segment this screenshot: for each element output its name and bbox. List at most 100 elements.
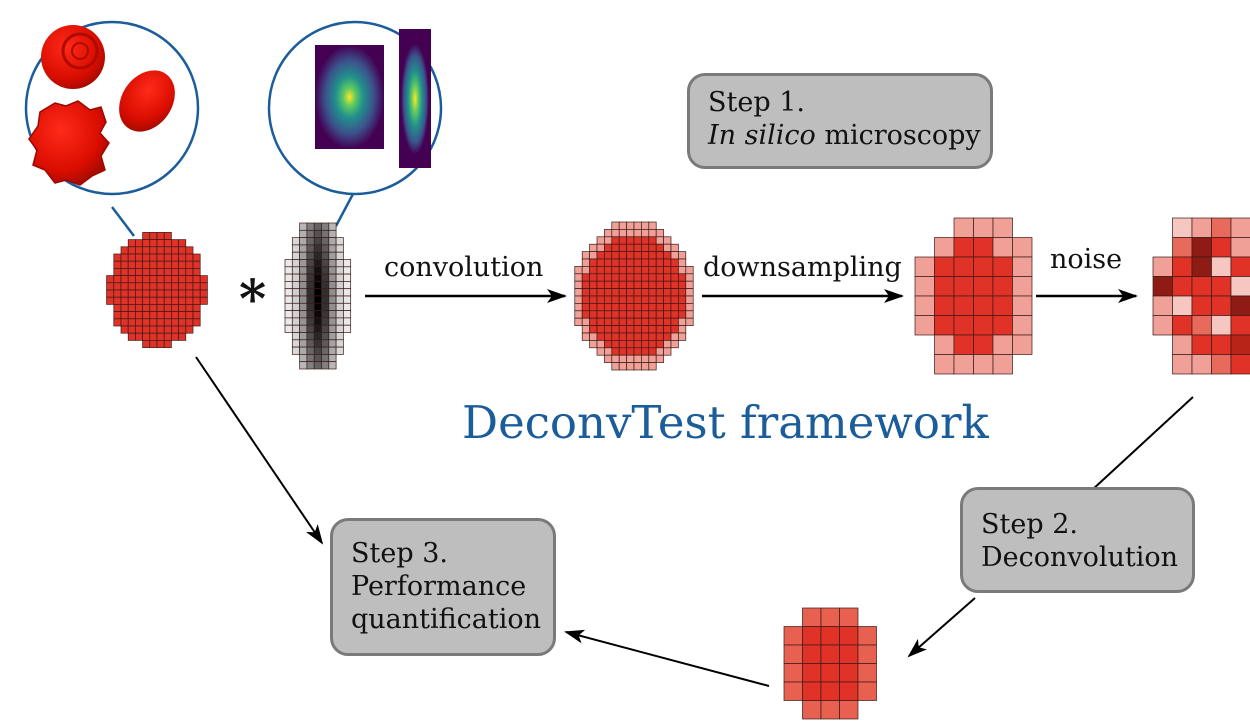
pixel-psf: [291, 332, 300, 341]
pixel-noisy: [1230, 217, 1250, 238]
pixel-psf: [321, 244, 330, 253]
pixel-convolved: [670, 273, 679, 282]
pixel-noisy: [1191, 315, 1212, 336]
pixel-cell: [113, 311, 122, 320]
pixel-noisy: [1172, 295, 1193, 316]
pixel-convolved: [678, 325, 687, 334]
pixel-convolved: [655, 317, 664, 326]
pixel-deconvolved: [802, 626, 822, 646]
pixel-cell: [185, 311, 194, 320]
pixel-psf: [335, 266, 344, 275]
pixel-cell: [149, 282, 158, 291]
pixel-cell: [127, 311, 136, 320]
pixel-convolved: [626, 258, 635, 267]
pixel-cell: [120, 311, 129, 320]
pixel-psf: [306, 332, 315, 341]
pixel-convolved: [633, 266, 642, 275]
step3-box: Step 3. Performance quantification: [330, 518, 556, 656]
pixel-noisy: [1152, 276, 1173, 297]
pixel-noisy: [1211, 217, 1232, 238]
pixel-psf: [321, 295, 330, 304]
pixel-convolved: [670, 325, 679, 334]
pixel-convolved: [633, 273, 642, 282]
pixel-convolved: [604, 280, 613, 289]
pixel-convolved: [648, 236, 657, 245]
pixel-convolved: [589, 317, 598, 326]
pixel-convolved: [626, 332, 635, 341]
pixel-cell: [185, 268, 194, 276]
pixel-downsampled: [973, 295, 994, 316]
pixel-convolved: [655, 280, 664, 289]
pixel-convolved: [589, 325, 598, 334]
pixel-psf: [313, 339, 322, 348]
pixel-convolved: [604, 229, 613, 238]
step3-heading: Step 3.: [351, 538, 448, 569]
pixel-cell: [135, 318, 143, 327]
pixel-psf: [299, 251, 308, 260]
pixel-convolved: [611, 288, 620, 297]
pixel-convolved: [648, 303, 657, 312]
pixel-convolved: [574, 280, 583, 289]
pixel-cell: [185, 296, 194, 305]
pixel-convolved: [626, 303, 635, 312]
pixel-convolved: [604, 295, 613, 304]
pixel-convolved: [678, 317, 687, 326]
pixel-convolved: [596, 325, 605, 334]
pixel-convolved: [611, 354, 620, 363]
pixel-convolved: [678, 310, 687, 319]
pixel-cell: [171, 296, 179, 305]
pixel-convolved: [633, 332, 642, 341]
pixel-convolved: [618, 332, 627, 341]
pixel-cell: [171, 304, 179, 312]
pixel-cell: [163, 318, 172, 327]
pixel-psf: [335, 302, 344, 311]
pixel-convolved: [655, 310, 664, 319]
pixel-psf: [291, 259, 300, 268]
pixel-convolved: [670, 303, 679, 312]
pixel-cell: [135, 289, 143, 298]
pixel-convolved: [641, 295, 650, 304]
pixel-convolved: [663, 303, 672, 312]
pixel-downsampled: [992, 237, 1013, 258]
pixel-convolved: [574, 317, 583, 326]
pixel-noisy: [1230, 295, 1250, 316]
pixel-deconvolved: [857, 681, 877, 701]
pixel-convolved: [589, 273, 598, 282]
pixel-convolved: [678, 273, 687, 282]
pixel-cell: [106, 289, 115, 298]
pixel-cell: [156, 232, 165, 240]
pixel-psf: [306, 361, 315, 370]
pixel-cell: [149, 268, 158, 276]
step2-box: Step 2. Deconvolution: [960, 487, 1195, 593]
pixel-convolved: [678, 303, 687, 312]
pixel-downsampled: [953, 295, 974, 316]
pixel-noisy: [1211, 256, 1232, 277]
pixel-convolved: [685, 310, 694, 319]
pixel-convolved: [663, 280, 672, 289]
pixel-convolved: [663, 243, 672, 252]
pixel-deconvolved: [820, 644, 840, 664]
pixel-convolved: [626, 340, 635, 349]
pixel-convolved: [611, 229, 620, 238]
pixel-psf: [313, 295, 322, 304]
pixel-convolved: [626, 229, 635, 238]
pixel-convolved: [633, 295, 642, 304]
pixel-cell: [142, 311, 151, 320]
pixel-psf: [313, 259, 322, 268]
pixel-convolved: [685, 280, 694, 289]
pixel-convolved: [604, 317, 613, 326]
pixel-psf: [335, 259, 344, 268]
step3-description-line1: Performance: [351, 571, 527, 602]
pixel-cell: [192, 318, 201, 327]
pixel-deconvolved: [783, 644, 803, 664]
pixel-convolved: [633, 288, 642, 297]
line-to-deconvolution: [1091, 396, 1194, 491]
pixel-deconvolved: [839, 681, 859, 701]
pixel-convolved: [596, 288, 605, 297]
pixel-cell: [156, 239, 165, 248]
pixel-psf: [284, 266, 293, 275]
label-downsampling: downsampling: [703, 252, 902, 283]
pixel-convolved: [596, 251, 605, 260]
pixel-convolved: [641, 317, 650, 326]
pixel-psf: [291, 237, 300, 246]
